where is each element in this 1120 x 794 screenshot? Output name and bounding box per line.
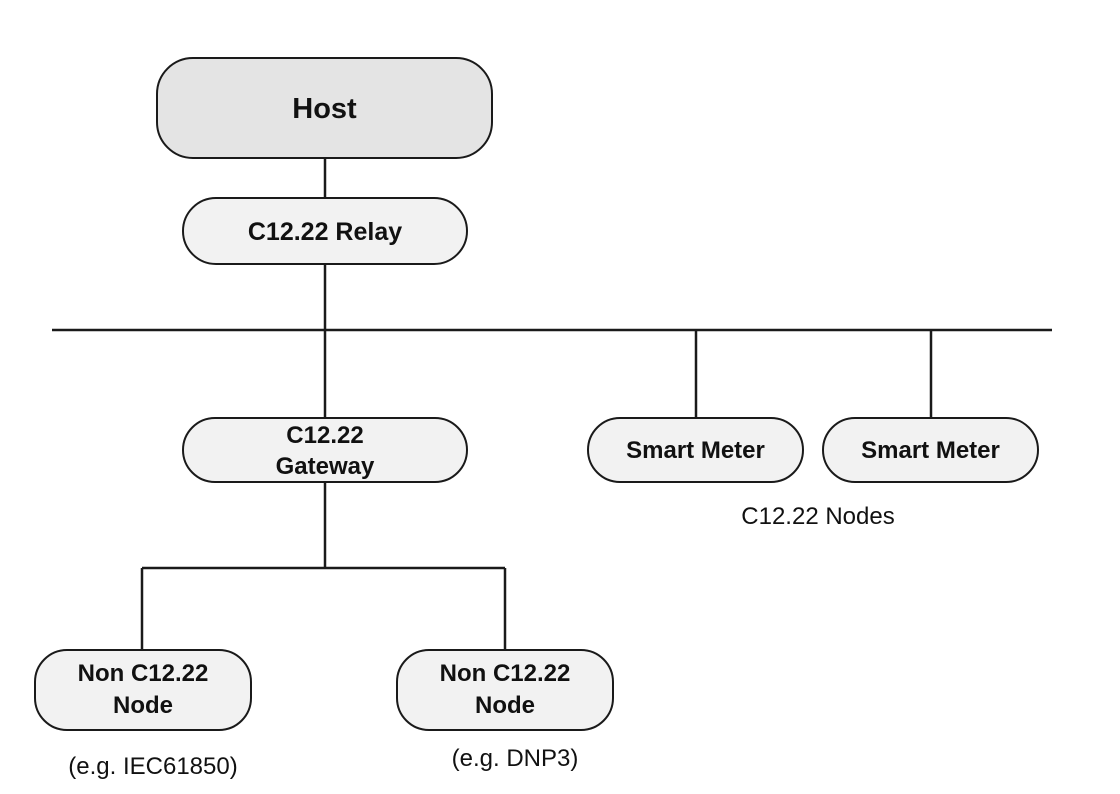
non-node-2-line2: Node (475, 692, 535, 719)
non-node-2-line1: Non C12.22 (440, 660, 571, 687)
non-node-1-line1: Non C12.22 (78, 660, 209, 687)
gateway-node: C12.22 Gateway (182, 417, 468, 483)
gateway-label-line2: Gateway (276, 453, 375, 480)
smart-meter-node-2: Smart Meter (822, 417, 1039, 483)
non-node-2-example: (e.g. DNP3) (452, 745, 579, 772)
smart-meter-node-1: Smart Meter (587, 417, 804, 483)
non-node-1-example: (e.g. IEC61850) (68, 753, 237, 780)
non-c1222-node-2: Non C12.22 Node (396, 649, 614, 731)
smart-meter-1-label: Smart Meter (626, 437, 765, 464)
host-node: Host (156, 57, 493, 159)
non-node-1-line2: Node (113, 692, 173, 719)
relay-node: C12.22 Relay (182, 197, 468, 265)
connectors (52, 158, 1052, 650)
non-c1222-node-1: Non C12.22 Node (34, 649, 252, 731)
host-label: Host (292, 93, 357, 125)
relay-label: C12.22 Relay (248, 218, 402, 246)
smart-meter-2-label: Smart Meter (861, 437, 1000, 464)
gateway-label-line1: C12.22 (286, 422, 363, 449)
nodes-caption: C12.22 Nodes (741, 503, 894, 530)
